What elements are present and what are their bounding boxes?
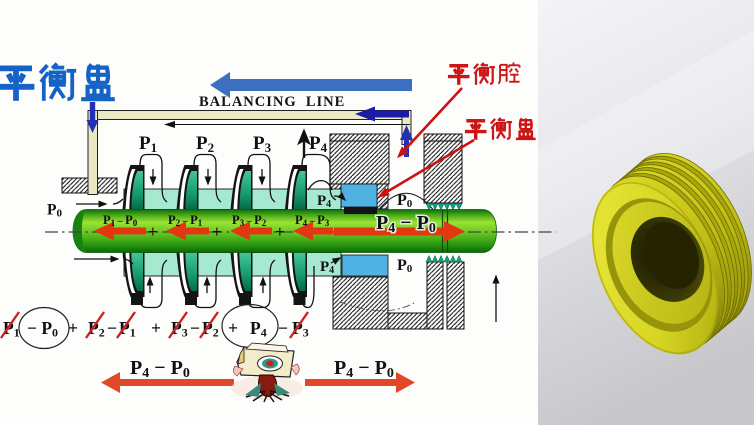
svg-text:+: +: [68, 318, 78, 338]
svg-text:+: +: [275, 222, 285, 241]
svg-text:P3 – P2: P3 – P2: [232, 213, 267, 228]
svg-text:P4 − P0: P4 − P0: [376, 212, 436, 236]
svg-text:P4 − P0: P4 − P0: [334, 357, 394, 381]
svg-text:+: +: [151, 318, 161, 338]
svg-text:− P0: − P0: [27, 318, 58, 340]
svg-text:−: −: [107, 318, 117, 338]
svg-text:+: +: [212, 222, 222, 241]
svg-text:+: +: [148, 222, 158, 241]
svg-text:−: −: [278, 318, 288, 338]
svg-text:P2 – P1: P2 – P1: [168, 213, 203, 228]
svg-text:P4 − P0: P4 − P0: [130, 357, 190, 381]
svg-text:−: −: [190, 318, 200, 338]
svg-text:BALANCING LINE: BALANCING LINE: [199, 94, 345, 110]
svg-text:P4 – P3: P4 – P3: [295, 213, 330, 228]
svg-text:+: +: [228, 318, 238, 338]
svg-text:P1 – P0: P1 – P0: [103, 213, 138, 228]
